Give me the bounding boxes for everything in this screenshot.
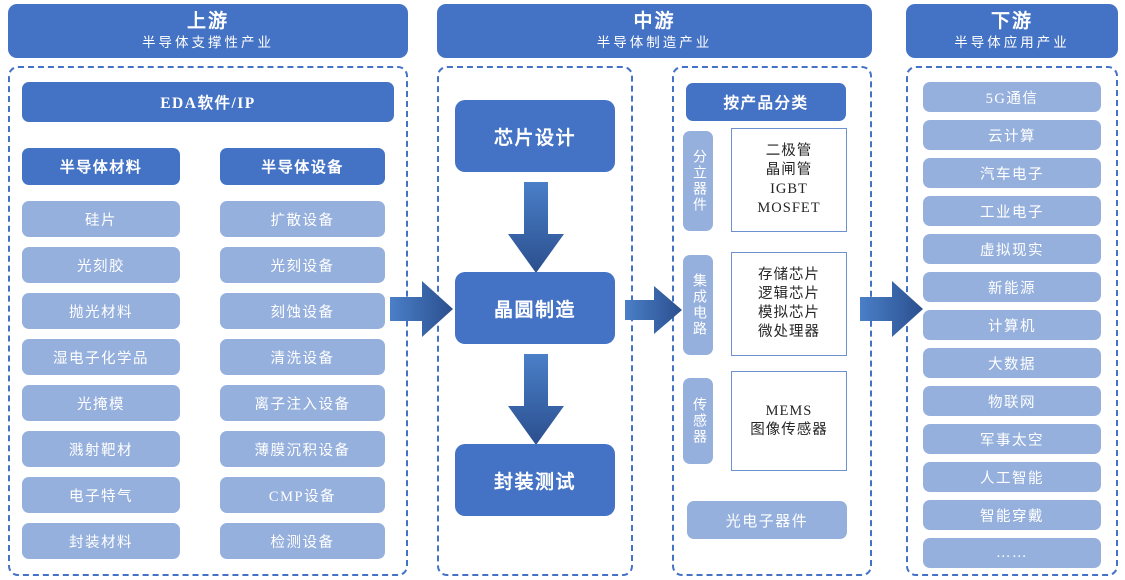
product-group-label-1[interactable]: 集成电路 bbox=[683, 255, 713, 355]
header-downstream-title: 下游 bbox=[990, 10, 1033, 32]
product-group-label-2[interactable]: 传感器 bbox=[683, 378, 713, 464]
header-midstream-title: 中游 bbox=[633, 10, 676, 32]
material-item-5[interactable]: 溅射靶材 bbox=[22, 431, 180, 467]
header-upstream-subtitle: 半导体支撑性产业 bbox=[142, 35, 274, 51]
downstream-item-2[interactable]: 汽车电子 bbox=[923, 158, 1101, 188]
arrow-flow-to-products bbox=[625, 286, 682, 334]
arrow-midstream-to-downstream bbox=[860, 281, 923, 337]
material-item-1[interactable]: 光刻胶 bbox=[22, 247, 180, 283]
product-item-1-2: 模拟芯片 bbox=[758, 305, 820, 321]
arrow-upstream-to-midstream bbox=[390, 281, 453, 337]
equipment-item-1[interactable]: 光刻设备 bbox=[220, 247, 385, 283]
downstream-item-7[interactable]: 大数据 bbox=[923, 348, 1101, 378]
arrow-wafer-to-package bbox=[508, 354, 564, 445]
product-item-2-1: 图像传感器 bbox=[750, 422, 828, 438]
materials-heading[interactable]: 半导体材料 bbox=[22, 148, 180, 185]
downstream-item-6[interactable]: 计算机 bbox=[923, 310, 1101, 340]
downstream-item-11[interactable]: 智能穿戴 bbox=[923, 500, 1101, 530]
downstream-item-0[interactable]: 5G通信 bbox=[923, 82, 1101, 112]
flow-step-package-test[interactable]: 封装测试 bbox=[455, 444, 615, 516]
product-group-box-1[interactable]: 存储芯片 逻辑芯片 模拟芯片 微处理器 bbox=[731, 252, 847, 356]
equipment-item-0[interactable]: 扩散设备 bbox=[220, 201, 385, 237]
product-group-box-2[interactable]: MEMS 图像传感器 bbox=[731, 371, 847, 471]
downstream-item-9[interactable]: 军事太空 bbox=[923, 424, 1101, 454]
product-item-0-0: 二极管 bbox=[765, 142, 813, 159]
equipment-heading[interactable]: 半导体设备 bbox=[220, 148, 385, 185]
product-extra-optoelectronics[interactable]: 光电子器件 bbox=[687, 501, 847, 539]
eda-software-box[interactable]: EDA软件/IP bbox=[22, 82, 394, 122]
equipment-item-2[interactable]: 刻蚀设备 bbox=[220, 293, 385, 329]
product-item-2-0: MEMS bbox=[765, 402, 813, 419]
downstream-item-8[interactable]: 物联网 bbox=[923, 386, 1101, 416]
equipment-item-7[interactable]: 检测设备 bbox=[220, 523, 385, 559]
material-item-6[interactable]: 电子特气 bbox=[22, 477, 180, 513]
header-upstream: 上游 半导体支撑性产业 bbox=[8, 4, 408, 58]
flow-step-chip-design[interactable]: 芯片设计 bbox=[455, 100, 615, 172]
material-item-4[interactable]: 光掩模 bbox=[22, 385, 180, 421]
arrow-design-to-wafer bbox=[508, 182, 564, 273]
downstream-item-12[interactable]: …… bbox=[923, 538, 1101, 568]
header-downstream: 下游 半导体应用产业 bbox=[906, 4, 1118, 58]
material-item-0[interactable]: 硅片 bbox=[22, 201, 180, 237]
downstream-item-5[interactable]: 新能源 bbox=[923, 272, 1101, 302]
header-upstream-title: 上游 bbox=[186, 10, 229, 32]
material-item-7[interactable]: 封装材料 bbox=[22, 523, 180, 559]
downstream-item-1[interactable]: 云计算 bbox=[923, 120, 1101, 150]
products-heading[interactable]: 按产品分类 bbox=[686, 83, 846, 121]
product-group-label-0[interactable]: 分立器件 bbox=[683, 131, 713, 231]
equipment-item-3[interactable]: 清洗设备 bbox=[220, 339, 385, 375]
material-item-2[interactable]: 抛光材料 bbox=[22, 293, 180, 329]
downstream-item-3[interactable]: 工业电子 bbox=[923, 196, 1101, 226]
equipment-item-5[interactable]: 薄膜沉积设备 bbox=[220, 431, 385, 467]
product-item-1-3: 微处理器 bbox=[758, 324, 820, 341]
product-group-box-0[interactable]: 二极管 晶闸管 IGBT MOSFET bbox=[731, 128, 847, 232]
product-item-1-0: 存储芯片 bbox=[758, 266, 820, 283]
product-item-0-3: MOSFET bbox=[757, 200, 821, 217]
equipment-item-6[interactable]: CMP设备 bbox=[220, 477, 385, 513]
header-midstream: 中游 半导体制造产业 bbox=[437, 4, 872, 58]
product-item-0-2: IGBT bbox=[770, 181, 808, 197]
downstream-item-4[interactable]: 虚拟现实 bbox=[923, 234, 1101, 264]
material-item-3[interactable]: 湿电子化学品 bbox=[22, 339, 180, 375]
downstream-item-10[interactable]: 人工智能 bbox=[923, 462, 1101, 492]
product-item-0-1: 晶闸管 bbox=[765, 161, 813, 178]
flow-step-wafer-fab[interactable]: 晶圆制造 bbox=[455, 272, 615, 344]
header-midstream-subtitle: 半导体制造产业 bbox=[596, 35, 713, 51]
product-item-1-1: 逻辑芯片 bbox=[758, 285, 820, 302]
header-downstream-subtitle: 半导体应用产业 bbox=[954, 35, 1070, 51]
equipment-item-4[interactable]: 离子注入设备 bbox=[220, 385, 385, 421]
